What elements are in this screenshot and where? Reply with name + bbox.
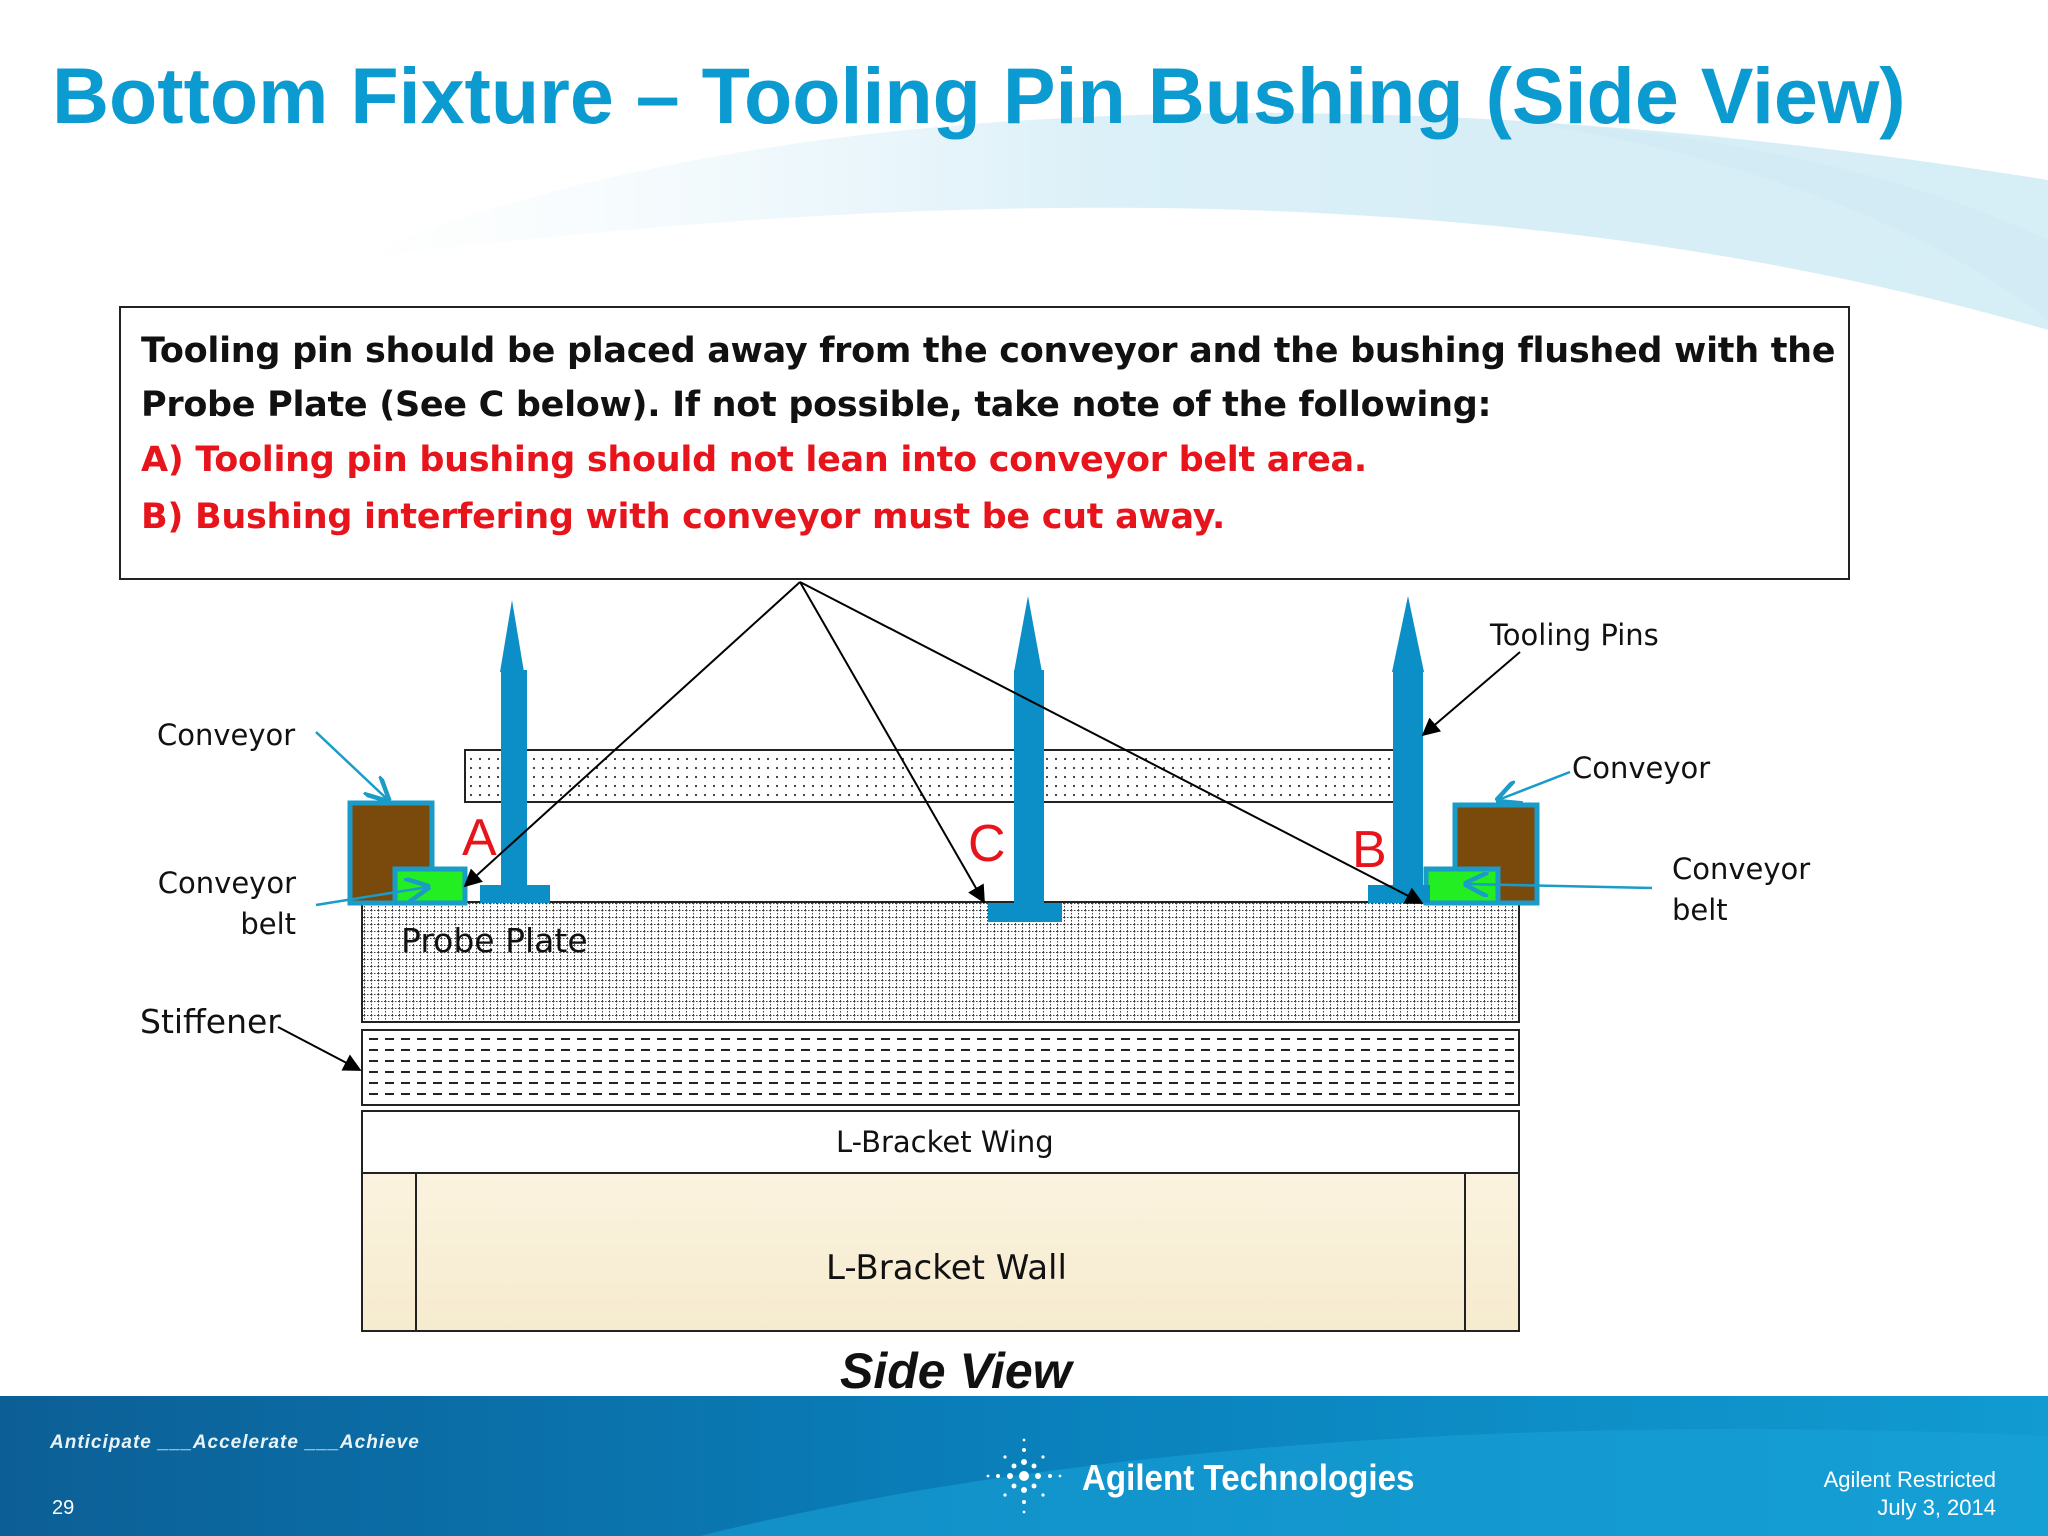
tooling-pins-label: Tooling Pins [1490,618,1659,652]
probe-plate-label: Probe Plate [401,921,588,960]
footer-date: July 3, 2014 [1877,1495,1996,1520]
probe-plate [361,901,1520,1023]
tooling-pin-a [480,600,550,903]
conveyor-belt-left-leader [315,887,428,907]
tooling-pins-leader [1421,651,1521,737]
upper-board [464,749,1396,803]
slide-title: Bottom Fixture – Tooling Pin Bushing (Si… [52,51,1906,140]
conveyor-belt-left-label-line2: belt [240,907,296,941]
leader-to-b [799,581,1424,904]
instruction-line-1: Tooling pin should be placed away from t… [141,331,1836,371]
conveyor-belt-right [1423,866,1501,906]
l-bracket-wall [361,1172,1520,1332]
instruction-line-2: Probe Plate (See C below). If not possib… [141,385,1492,425]
conveyor-right-leader [1498,770,1571,800]
stiffener-label: Stiffener [140,1002,281,1041]
l-bracket-wall-label: L-Bracket Wall [826,1248,1067,1288]
leader-to-a [463,581,801,888]
footer-classification: Agilent Restricted July 3, 2014 [1824,1466,1996,1522]
marker-c: C [968,815,1006,873]
instruction-box: Tooling pin should be placed away from t… [119,306,1850,580]
conveyor-belt-right-label-line2: belt [1672,893,1728,927]
stiffener [361,1029,1520,1106]
conveyor-belt-left-label-line1: Conveyor [157,866,296,900]
warning-b: B) Bushing interfering with conveyor mus… [141,497,1225,537]
l-bracket-wing-label: L-Bracket Wing [836,1125,1054,1159]
footer-band [0,1396,2048,1536]
stiffener-leader [277,1026,362,1071]
leader-to-c [799,581,985,904]
warning-a: A) Tooling pin bushing should not lean i… [141,440,1367,480]
marker-a: A [462,809,497,867]
conveyor-belt-right-leader [1466,884,1653,888]
agilent-logo-starburst [986,1438,1062,1514]
page-number: 29 [52,1497,75,1519]
l-bracket-wing [361,1110,1520,1174]
conveyor-right-label: Conveyor [1572,751,1711,785]
conveyor-left [347,800,435,906]
conveyor-belt-right-label-line1: Conveyor [1672,852,1811,886]
footer-tagline: Anticipate ___Accelerate ___Achieve [50,1432,420,1453]
conveyor-belt-left [392,866,468,906]
marker-b: B [1352,821,1387,879]
agilent-logo-text: Agilent Technologies [1082,1457,1415,1498]
conveyor-left-label: Conveyor [157,718,296,752]
diagram-caption: Side View [840,1343,1072,1399]
tooling-pin-c [988,596,1062,922]
conveyor-left-leader [315,731,388,800]
classification-label: Agilent Restricted [1823,1467,1996,1492]
